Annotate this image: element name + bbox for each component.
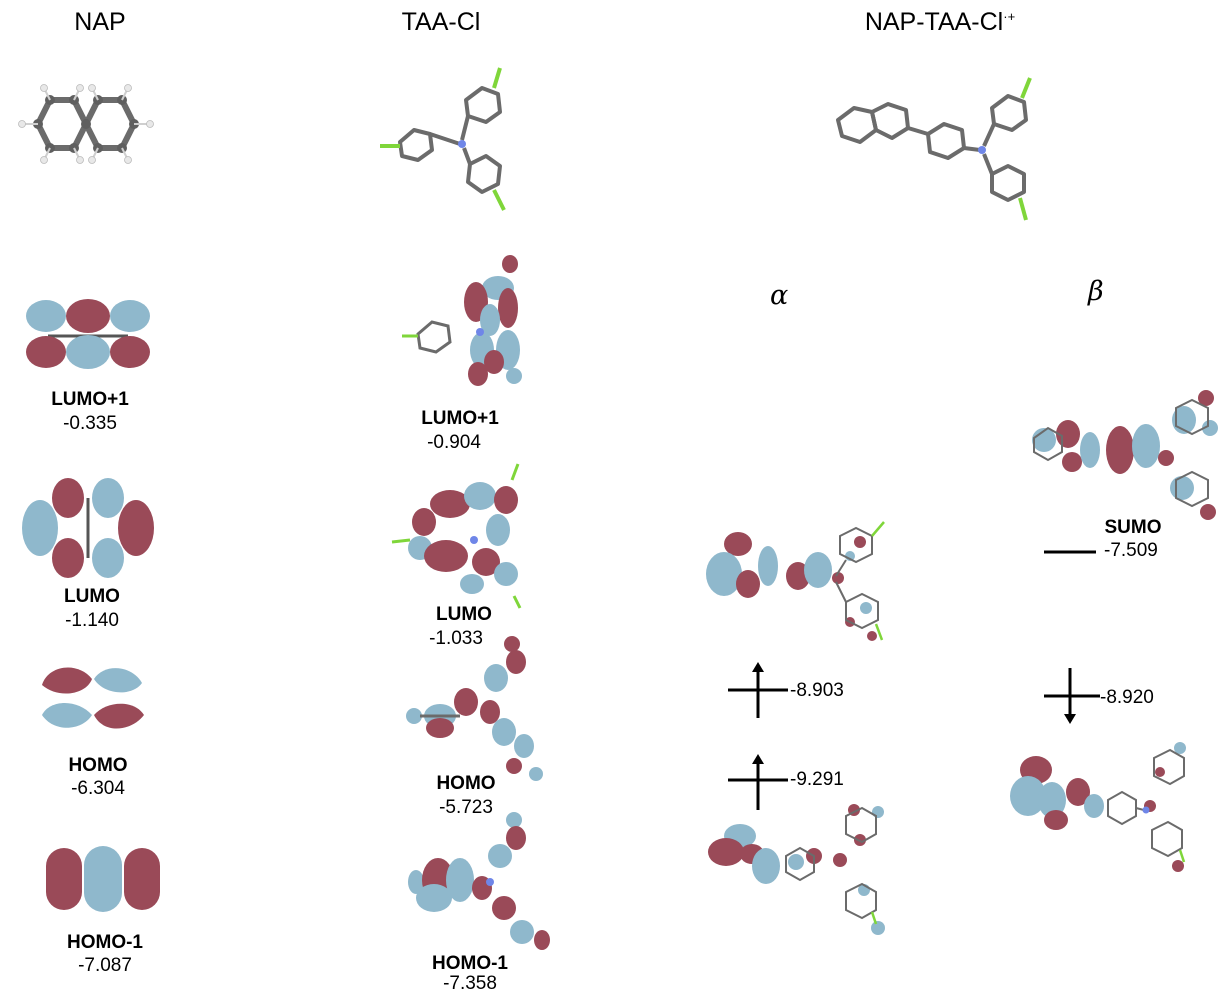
beta-sumo-energy: -7.509 (1104, 540, 1158, 561)
beta-orbital-lower (1010, 742, 1186, 872)
nap-structure (18, 84, 154, 164)
beta-label: β (1088, 276, 1104, 307)
alpha-level-energy: -9.291 (790, 769, 844, 790)
alpha-level-energy: -8.903 (790, 680, 844, 701)
nap-lumo-plus1-orbital (26, 299, 150, 369)
nap-lumo-orbital (22, 478, 154, 578)
cation-title-base: NAP-TAA-Cl (864, 8, 1004, 36)
alpha-label: α (770, 280, 789, 311)
taa-structure (380, 67, 506, 211)
taa-homo-minus1-orbital (408, 812, 550, 950)
taa-title: TAA-Cl (401, 8, 481, 36)
beta-sumo-orbital (1032, 390, 1218, 520)
taa-lumo-plus1-orbital (402, 255, 522, 386)
taa-orbital-name: LUMO+1 (421, 408, 499, 429)
taa-orbital-energy: -7.358 (443, 973, 497, 993)
cation-title-charge: ·+ (1003, 9, 1016, 24)
taa-orbital-name: LUMO (436, 604, 492, 625)
nap-orbital-name: LUMO (64, 586, 120, 607)
nap-homo-minus1-orbital (46, 846, 160, 912)
nap-orbital-energy: -0.335 (63, 413, 117, 434)
nap-orbital-name: LUMO+1 (51, 389, 129, 410)
nap-orbital-energy: -6.304 (71, 778, 125, 799)
taa-orbital-energy: -0.904 (427, 432, 481, 453)
nap-orbital-energy: -1.140 (65, 610, 119, 631)
taa-orbital-energy: -5.723 (439, 797, 493, 818)
taa-orbital-name: HOMO-1 (432, 953, 508, 974)
taa-homo-orbital (406, 636, 543, 781)
nap-orbital-name: HOMO (68, 755, 128, 776)
taa-orbital-name: HOMO (436, 773, 496, 794)
nap-orbital-energy: -7.087 (78, 955, 132, 976)
beta-sumo-name: SUMO (1104, 517, 1162, 538)
nap-orbital-name: HOMO-1 (67, 932, 143, 953)
cation-title: NAP-TAA-Cl·+ (840, 8, 1040, 37)
beta-level-energy: -8.920 (1100, 687, 1154, 708)
beta-level-diagram (1044, 550, 1100, 724)
taa-lumo-orbital (391, 463, 522, 609)
alpha-orbital-lower (708, 804, 885, 935)
alpha-level-diagram (728, 662, 788, 810)
nap-title: NAP (74, 8, 126, 36)
nap-homo-orbital (42, 667, 144, 729)
taa-orbital-energy: -1.033 (429, 628, 483, 649)
cation-structure (836, 77, 1032, 221)
alpha-orbital-upper (706, 521, 885, 641)
